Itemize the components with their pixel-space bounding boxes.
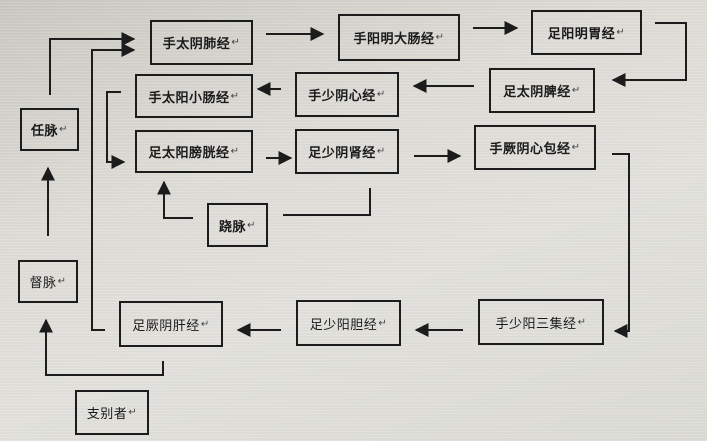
paragraph-mark-icon: ↵ [128, 407, 138, 418]
node-label: 手少阳三集经 [495, 316, 577, 332]
node-label: 手太阳小肠经 [148, 90, 230, 106]
paragraph-mark-icon: ↵ [378, 317, 388, 329]
edge-wei-to-pi [611, 22, 687, 87]
node-label: 足太阳膀胱经 [148, 146, 230, 161]
node-label: 任脉 [31, 124, 59, 139]
edge-shen-to-qiao [283, 188, 371, 216]
node-label: 手阳明大肠经 [353, 32, 435, 47]
node-label: 跷脉 [219, 219, 247, 235]
node-shou-taiyin-fei: 手太阴肺经↵ [150, 20, 253, 65]
node-zu-taiyin-pi: 足太阴脾经↵ [489, 68, 595, 113]
node-zhi-bie-zhe: 支别者↵ [75, 390, 149, 435]
node-label: 手少阴心经 [308, 89, 376, 104]
node-zu-yangming-wei: 足阳明胃经↵ [531, 10, 642, 55]
node-shou-jueyin-xinbao: 手厥阴心包经↵ [474, 125, 596, 170]
node-shou-taiyang-xiaochang: 手太阳小肠经↵ [135, 74, 253, 118]
node-label: 足厥阴肝经 [132, 318, 200, 334]
paragraph-mark-icon: ↵ [571, 85, 581, 96]
node-shou-shaoyin-xin: 手少阴心经↵ [295, 72, 399, 117]
paragraph-mark-icon: ↵ [231, 37, 241, 48]
edge-xinbao-to-sanjiao [612, 153, 630, 338]
node-label: 手太阴肺经 [162, 37, 231, 52]
node-label: 足太阴脾经 [503, 85, 571, 100]
paragraph-mark-icon: ↵ [435, 32, 445, 43]
node-label: 足少阳胆经 [309, 317, 378, 333]
paragraph-mark-icon: ↵ [571, 142, 581, 153]
paragraph-mark-icon: ↵ [200, 318, 210, 330]
node-du-mai: 督脉↵ [18, 260, 78, 303]
node-shou-yangming-dachang: 手阳明大肠经↵ [338, 14, 460, 61]
paragraph-mark-icon: ↵ [57, 276, 67, 287]
node-qiao-mai: 跷脉↵ [207, 203, 268, 247]
node-zu-jueyin-gan: 足厥阴肝经↵ [119, 301, 223, 347]
node-label: 足少阴肾经 [308, 146, 376, 161]
node-zu-shaoyang-dan: 足少阳胆经↵ [296, 300, 401, 346]
node-label: 足阳明胃经 [547, 27, 616, 42]
node-label: 督脉 [29, 276, 57, 291]
paragraph-mark-icon: ↵ [577, 316, 587, 328]
edge-gan-to-du-branch [39, 318, 164, 376]
edge-ren-to-fei [49, 32, 136, 95]
node-zu-taiyang-pangguang: 足太阳膀胱经↵ [135, 130, 253, 173]
paragraph-mark-icon: ↵ [59, 124, 68, 135]
paragraph-mark-icon: ↵ [247, 219, 256, 231]
node-zu-shaoyin-shen: 足少阴肾经↵ [295, 129, 399, 174]
edge-qiao-to-pangguang [157, 180, 193, 219]
node-label: 支别者 [86, 407, 128, 422]
node-ren-mai: 任脉↵ [20, 108, 79, 151]
node-shou-shaoyang-sanjiao: 手少阳三集经↵ [478, 299, 604, 345]
paragraph-mark-icon: ↵ [230, 90, 240, 102]
paragraph-mark-icon: ↵ [616, 27, 626, 38]
node-label: 手厥阴心包经 [489, 142, 571, 157]
edge-gan-to-fei [91, 43, 136, 331]
paragraph-mark-icon: ↵ [376, 89, 386, 100]
paragraph-mark-icon: ↵ [230, 146, 240, 157]
paragraph-mark-icon: ↵ [376, 146, 386, 157]
edge-xiaochang-to-pangguang [106, 91, 126, 169]
